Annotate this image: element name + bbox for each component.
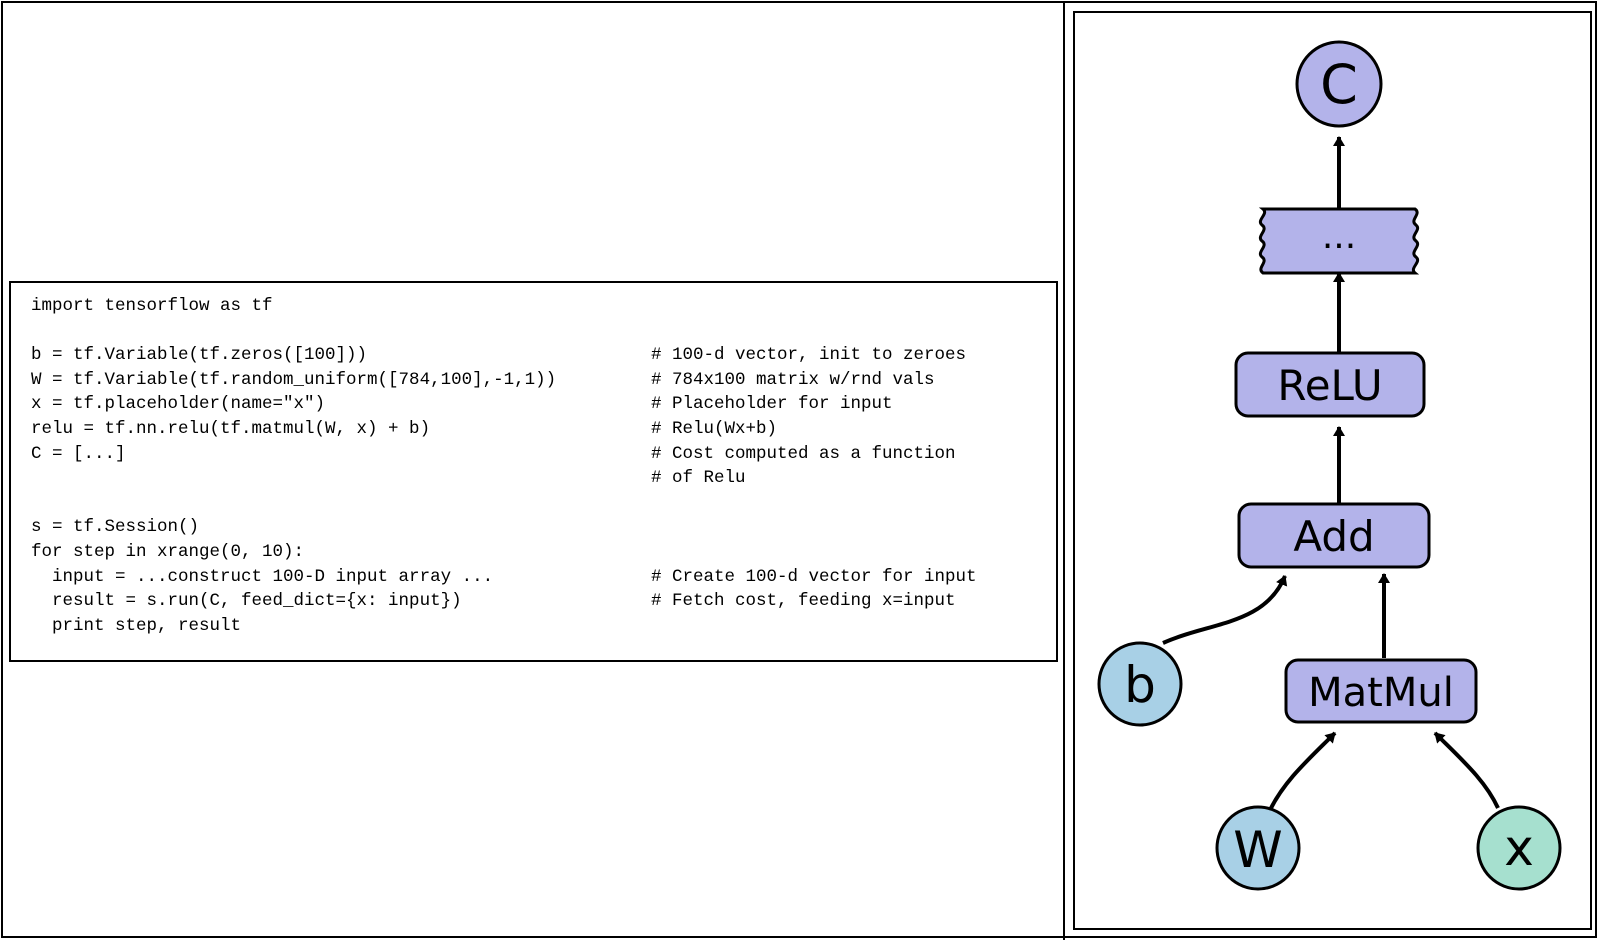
code-statement: b = tf.Variable(tf.zeros([100])) bbox=[31, 345, 368, 366]
code-line: for step in xrange(0, 10): bbox=[31, 540, 977, 565]
edge-W-to-matmul bbox=[1268, 731, 1337, 811]
code-statement: s = tf.Session() bbox=[31, 517, 200, 538]
edge-b-to-add bbox=[1162, 575, 1288, 645]
node-x: x bbox=[1476, 805, 1562, 891]
code-comment: # Relu(Wx+b) bbox=[651, 418, 778, 439]
node-relu: ReLU bbox=[1234, 351, 1426, 418]
code-line: W = tf.Variable(tf.random_uniform([784,1… bbox=[31, 368, 977, 393]
node-add-shape bbox=[1237, 502, 1431, 569]
graph-panel bbox=[1073, 11, 1592, 930]
code-statement: for step in xrange(0, 10): bbox=[31, 541, 305, 562]
code-statement: import tensorflow as tf bbox=[31, 296, 273, 316]
node-C-label: C bbox=[1320, 53, 1358, 116]
code-comment: # of Relu bbox=[651, 468, 746, 489]
code-statement: input = ...construct 100-D input array .… bbox=[31, 566, 494, 587]
node-matmul-shape bbox=[1284, 658, 1478, 724]
node-W: W bbox=[1215, 805, 1301, 891]
node-b: b bbox=[1097, 641, 1183, 727]
code-comment: # Fetch cost, feeding x=input bbox=[651, 591, 956, 612]
node-C-shape bbox=[1295, 40, 1383, 128]
code-comment: # Placeholder for input bbox=[651, 394, 893, 415]
code-comment: # Cost computed as a function bbox=[651, 443, 956, 464]
code-line: b = tf.Variable(tf.zeros([100])) # 100-d … bbox=[31, 343, 977, 368]
code-block: import tensorflow as tf b = tf.Variable(t… bbox=[31, 294, 977, 638]
code-statement: result = s.run(C, feed_dict={x: input}) bbox=[31, 591, 462, 612]
code-line: result = s.run(C, feed_dict={x: input}) #… bbox=[31, 589, 977, 614]
node-ellipsis-label: ... bbox=[1322, 216, 1356, 257]
node-add: Add bbox=[1237, 502, 1431, 569]
node-ellipsis-shape bbox=[1258, 207, 1420, 275]
node-matmul-label: MatMul bbox=[1308, 670, 1454, 716]
code-line: relu = tf.nn.relu(tf.matmul(W, x) + b) # … bbox=[31, 417, 977, 442]
code-line: input = ...construct 100-D input array .… bbox=[31, 565, 977, 590]
code-comment: # 784x100 matrix w/rnd vals bbox=[651, 369, 935, 390]
code-line: x = tf.placeholder(name="x") # Placeholde… bbox=[31, 392, 977, 417]
node-matmul: MatMul bbox=[1284, 658, 1478, 724]
node-W-label: W bbox=[1233, 821, 1282, 879]
node-x-label: x bbox=[1504, 819, 1534, 877]
code-line: print step, result bbox=[31, 614, 977, 639]
code-panel: import tensorflow as tf b = tf.Variable(t… bbox=[9, 281, 1058, 662]
node-relu-label: ReLU bbox=[1277, 361, 1382, 410]
node-relu-shape bbox=[1234, 351, 1426, 418]
code-line: # of Relu bbox=[31, 466, 977, 491]
code-statement: relu = tf.nn.relu(tf.matmul(W, x) + b) bbox=[31, 418, 431, 439]
code-statement: print step, result bbox=[31, 615, 242, 636]
node-b-label: b bbox=[1124, 656, 1156, 714]
code-statement: x = tf.placeholder(name="x") bbox=[31, 394, 326, 415]
node-C: C bbox=[1295, 40, 1383, 128]
code-line: import tensorflow as tf bbox=[31, 294, 977, 319]
node-x-shape bbox=[1476, 805, 1562, 891]
code-comment: # Create 100-d vector for input bbox=[651, 566, 977, 587]
code-line: C = [...] # Cost computed as a function bbox=[31, 442, 977, 467]
node-W-shape bbox=[1215, 805, 1301, 891]
node-add-label: Add bbox=[1293, 512, 1374, 561]
code-statement: C = [...] bbox=[31, 443, 126, 464]
graph-edges bbox=[1162, 136, 1500, 811]
node-b-shape bbox=[1097, 641, 1183, 727]
code-statement: W = tf.Variable(tf.random_uniform([784,1… bbox=[31, 369, 557, 390]
code-comment: # 100-d vector, init to zeroes bbox=[651, 345, 967, 366]
panel-divider bbox=[1063, 1, 1065, 940]
code-line: s = tf.Session() bbox=[31, 515, 977, 540]
node-ellipsis: ... bbox=[1258, 207, 1420, 275]
edge-x-to-matmul bbox=[1433, 731, 1500, 809]
